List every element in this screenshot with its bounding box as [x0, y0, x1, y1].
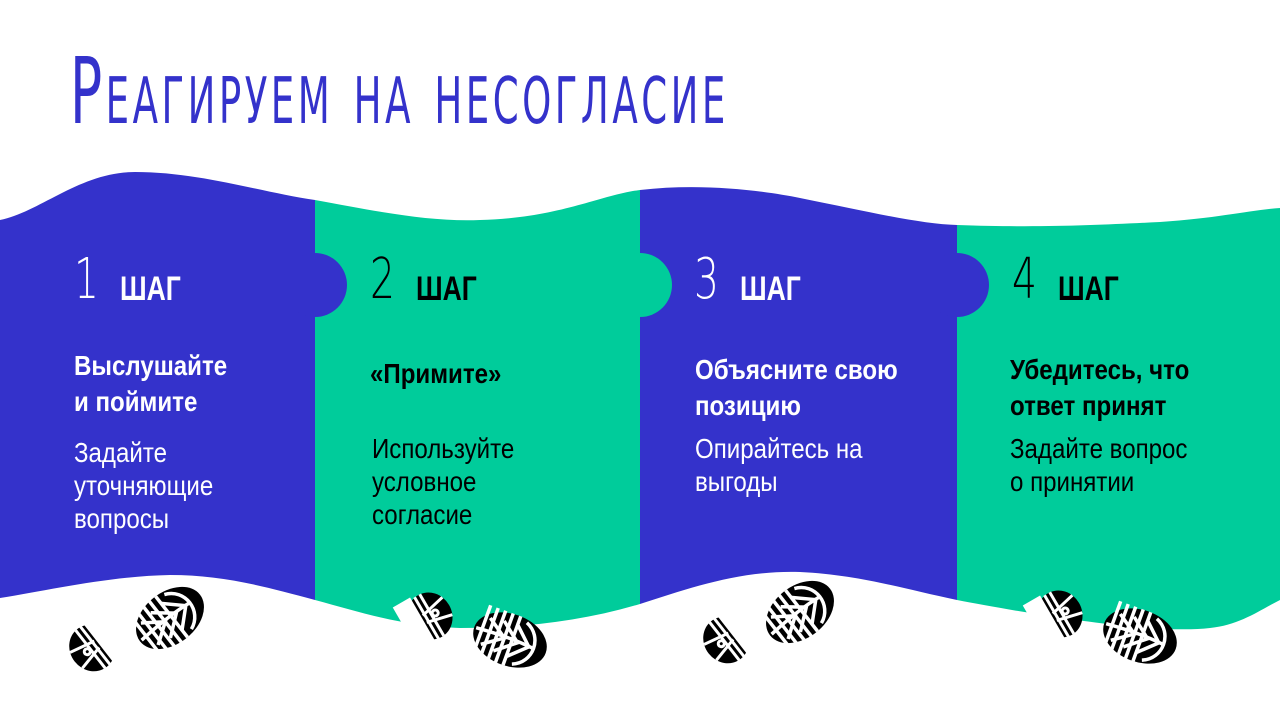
step-3-header: 3 ШАГ [694, 252, 818, 308]
panel-step-4 [957, 172, 1280, 630]
puzzle-tab-3 [925, 253, 989, 317]
step-4-header: 4 ШАГ [1012, 252, 1136, 308]
step-2-header: 2 ШАГ [370, 252, 494, 308]
footprints-icon [57, 572, 218, 684]
panel-step-1 [0, 172, 315, 630]
step-4-number: 4 [1012, 247, 1037, 312]
footprints-icon [691, 566, 848, 676]
footprints-icon [1021, 578, 1187, 676]
step-2-body: Используйте условное согласие [372, 433, 515, 530]
step-3-heading: Объясните свою позицию [695, 354, 898, 421]
puzzle-tab-2 [608, 253, 672, 317]
step-1-heading: Выслушайте и поймите [74, 350, 228, 417]
step-4-body: Задайте вопрос о принятии [1010, 433, 1188, 497]
step-2-label: ШАГ [416, 270, 477, 308]
puzzle-tab-1 [283, 253, 347, 317]
step-4-label: ШАГ [1058, 270, 1119, 308]
step-4-heading: Убедитесь, что ответ принят [1010, 354, 1190, 421]
panel-step-2 [315, 172, 640, 630]
step-1-header: 1 ШАГ [74, 252, 198, 308]
step-2-number: 2 [370, 247, 395, 312]
panel-step-3 [640, 172, 957, 630]
step-1-body: Задайте уточняющие вопросы [74, 437, 214, 534]
step-3-number: 3 [694, 247, 719, 312]
step-2-heading: «Примите» [370, 358, 502, 389]
step-1-label: ШАГ [120, 270, 181, 308]
footprints-icon [391, 580, 557, 680]
step-1-number: 1 [74, 247, 99, 312]
step-3-label: ШАГ [740, 270, 801, 308]
page-title: Реагируем на несогласие [70, 38, 729, 145]
step-3-body: Опирайтесь на выгоды [695, 433, 863, 497]
